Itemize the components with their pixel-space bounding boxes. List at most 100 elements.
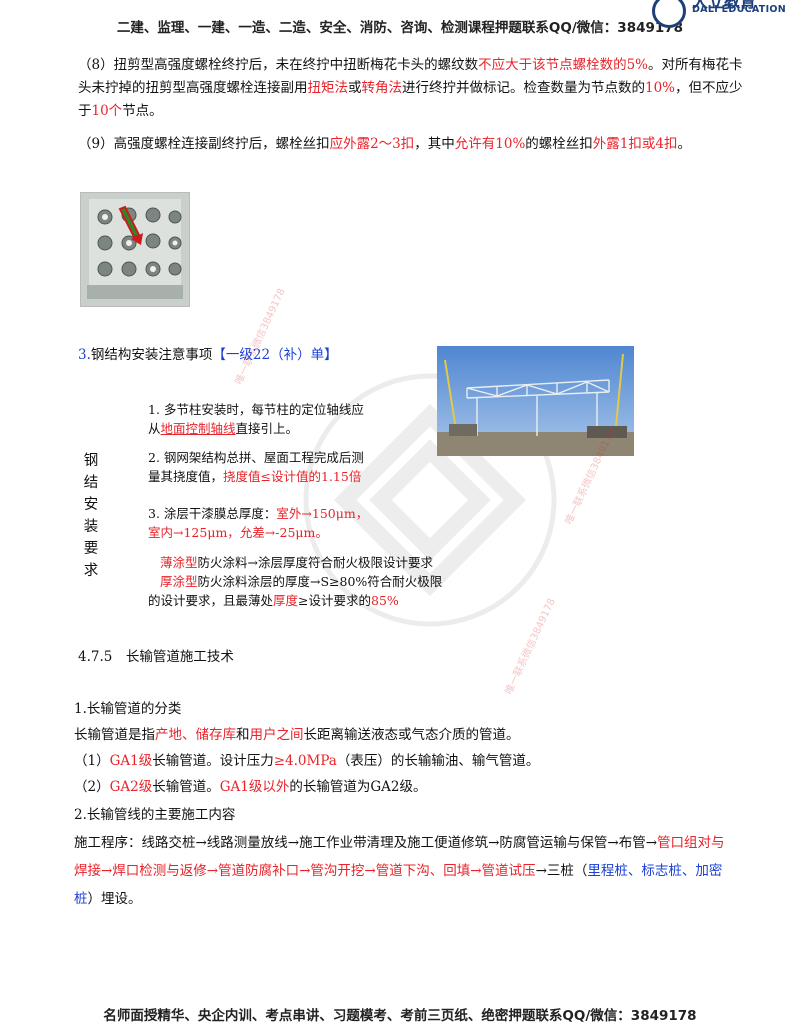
paragraph-9: （9）高强度螺栓连接副终拧后，螺栓丝扣应外露2～3扣，其中允许有10%的螺栓丝扣… (78, 133, 768, 156)
req3-highlight: 室外→150μm， (276, 506, 369, 521)
para8-line1: （8）扭剪型高强度螺栓终拧后，未在终拧中扭断梅花卡头的螺纹数不应大于该节点螺栓数… (78, 54, 758, 77)
subsection-2-heading: 2.长输管线的主要施工内容 (74, 807, 236, 823)
section-3-text: 钢结构安装注意事项 (90, 347, 213, 363)
paragraph-8: （8）扭剪型高强度螺栓终拧后，未在终拧中扭断梅花卡头的螺纹数不应大于该节点螺栓数… (78, 54, 758, 123)
section-3-number: 3. (78, 347, 91, 363)
section-4-7-5-title: 4.7.5 长输管道施工技术 (78, 649, 234, 665)
req1-line2: 从地面控制轴线直接引上。 (148, 419, 448, 438)
background-watermark-emblem (303, 373, 557, 627)
ga2-text: 长输管道。 (152, 779, 220, 795)
req2-line1: 2. 钢网架结构总拼、屋面工程完成后测 (148, 450, 364, 465)
proc-blue: 桩 (74, 891, 88, 907)
para8-highlight: 不应大于该节点螺栓数的5% (478, 57, 649, 73)
para8-text: 头未拧掉的扭剪型高强度螺栓连接副用 (78, 80, 308, 96)
ga1-text: （表压）的长输输油、输气管道。 (336, 753, 540, 769)
section-3-title: 3.钢结构安装注意事项【一级22（补）单】 (78, 343, 338, 363)
ga1-text: 长输管道。设计压力 (152, 753, 274, 769)
para9-highlight: 外露1扣或4扣 (592, 136, 678, 152)
req1-highlight: 地面控制轴线 (160, 421, 236, 436)
def-text: 长距离输送液态或气态介质的管道。 (303, 727, 520, 743)
ga2-highlight: GA2级 (109, 779, 153, 795)
para8-text: （8）扭剪型高强度螺栓终拧后，未在终拧中扭断梅花卡头的螺纹数 (78, 57, 479, 73)
para8-text: ，但不应少 (675, 80, 743, 96)
steel-install-side-title: 钢 结 安 装 要 求 (82, 450, 100, 582)
ga1-highlight: ≥4.0MPa (273, 753, 337, 769)
req4-line1: 薄涂型防火涂料→涂层厚度符合耐火极限设计要求 (148, 553, 478, 572)
para8-text: 。对所有梅花卡 (648, 57, 743, 73)
para9-text: （9）高强度螺栓连接副终拧后，螺栓丝扣 (78, 136, 330, 152)
para9-text: 。 (677, 136, 691, 152)
req3-line1: 3. 涂层干漆膜总厚度：室外→150μm， (148, 504, 448, 523)
bolt-photo-illustration (81, 193, 189, 306)
procedure-line1: 施工程序：线路交桩→线路测量放线→施工作业带清理及施工便道修筑→防腐管运输与保管… (74, 832, 774, 855)
ga2-line: （2）GA2级长输管道。GA1级以外的长输管道为GA2级。 (74, 776, 764, 799)
para8-line2: 头未拧掉的扭剪型高强度螺栓连接副用扭矩法或转角法进行终拧并做标记。检查数量为节点… (78, 77, 758, 100)
req2-text: 量其挠度值， (148, 469, 224, 484)
req4-highlight: 薄涂型 (160, 555, 198, 570)
definition-line: 长输管道是指产地、储存库和用户之间长距离输送液态或气态介质的管道。 (74, 724, 764, 747)
brand-logo: 大立教育 DALI EDUCATION (652, 0, 792, 28)
para8-text: 或 (348, 80, 362, 96)
side-char: 要 (83, 541, 99, 557)
section-3-tag: 【一级22（补）单】 (212, 347, 338, 363)
req4-line3: 的设计要求，且最薄处厚度≥设计要求的85% (148, 591, 478, 610)
proc-text: ）埋设。 (87, 891, 142, 907)
para9-text: ，其中 (414, 136, 455, 152)
para8-line3: 于10个节点。 (78, 100, 758, 123)
logo-emblem-icon (652, 0, 686, 28)
proc-text: →三桩（ (535, 863, 588, 879)
para9-highlight: 允许有10% (454, 136, 526, 152)
para8-highlight: 10个 (91, 103, 123, 119)
side-char: 安 (83, 497, 99, 513)
proc-highlight: 焊接→焊口检测与返修→管道防腐补口→管沟开挖→管道下沟、回填→管道试压 (74, 863, 536, 879)
steel-truss-photo (437, 346, 634, 456)
ga1-highlight: GA1级 (109, 753, 153, 769)
ga1-text: （1） (74, 753, 110, 769)
req4-text: ≥设计要求的 (298, 593, 372, 608)
ga2-highlight: GA1级以外 (219, 779, 290, 795)
def-highlight: 产地、储存库 (155, 727, 236, 743)
para8-highlight: 扭矩法 (307, 80, 349, 96)
para8-text: 于 (78, 103, 92, 119)
requirement-4: 薄涂型防火涂料→涂层厚度符合耐火极限设计要求 厚涂型防火涂料涂层的厚度→S≥80… (148, 553, 478, 610)
para8-text: 节点。 (122, 103, 163, 119)
ga2-text: （2） (74, 779, 110, 795)
req4-highlight: 85% (371, 593, 399, 608)
subsection-1: 1.长输管道的分类 长输管道是指产地、储存库和用户之间长距离输送液态或气态介质的… (74, 698, 764, 799)
requirement-1: 1. 多节柱安装时，每节柱的定位轴线应 从地面控制轴线直接引上。 (148, 400, 448, 438)
para8-text: 进行终拧并做标记。检查数量为节点数的 (402, 80, 645, 96)
proc-text: 施工程序：线路交桩→线路测量放线→施工作业带清理及施工便道修筑→防腐管运输与保管… (74, 835, 658, 851)
def-highlight: 用户之间 (249, 727, 304, 743)
para8-highlight: 转角法 (361, 80, 403, 96)
procedure-line2: 焊接→焊口检测与返修→管道防腐补口→管沟开挖→管道下沟、回填→管道试压→三桩（里… (74, 860, 774, 883)
side-char: 求 (83, 563, 99, 579)
subsection-2: 2.长输管线的主要施工内容 施工程序：线路交桩→线路测量放线→施工作业带清理及施… (74, 804, 774, 911)
side-char: 钢 (83, 453, 99, 469)
def-text: 长输管道是指 (74, 727, 155, 743)
req4-text: 防火涂料→涂层厚度符合耐火极限设计要求 (197, 555, 433, 570)
subsection-1-heading: 1.长输管道的分类 (74, 701, 182, 717)
para8-highlight: 10% (645, 80, 676, 96)
req4-text: 的设计要求，且最薄处 (148, 593, 274, 608)
req3-line2: 室内→125μm，允差→-25μm。 (148, 525, 328, 540)
para9-highlight: 应外露2～3扣 (329, 136, 415, 152)
req2-line2: 量其挠度值，挠度值≤设计值的1.15倍 (148, 467, 448, 486)
req1-text: 直接引上。 (235, 421, 299, 436)
ga1-line: （1）GA1级长输管道。设计压力≥4.0MPa（表压）的长输输油、输气管道。 (74, 750, 764, 773)
req4-text: 防火涂料涂层的厚度→S≥80%符合耐火极限 (197, 574, 443, 589)
bolt-photo (80, 192, 190, 307)
page-footer-text: 名师面授精华、央企内训、考点串讲、习题模考、考前三页纸、绝密押题联系QQ/微信：… (103, 1008, 697, 1024)
logo-en-text: DALI EDUCATION (692, 4, 787, 15)
para9-text: 的螺栓丝扣 (525, 136, 593, 152)
req2-highlight: 挠度值≤设计值的1.15倍 (223, 469, 362, 484)
logo-cn-text: 大立教育 (692, 0, 757, 11)
req4-highlight: 厚度 (273, 593, 299, 608)
side-char: 装 (83, 519, 99, 535)
requirement-2: 2. 钢网架结构总拼、屋面工程完成后测 量其挠度值，挠度值≤设计值的1.15倍 (148, 448, 448, 486)
proc-highlight: 管口组对与 (657, 835, 725, 851)
ga2-text: 的长输管道为GA2级。 (289, 779, 427, 795)
watermark-text: 唯一联系微信3849178 (233, 286, 288, 387)
steel-truss-illustration (437, 346, 634, 456)
procedure-line3: 桩）埋设。 (74, 888, 774, 911)
req1-line1: 1. 多节柱安装时，每节柱的定位轴线应 (148, 402, 364, 417)
